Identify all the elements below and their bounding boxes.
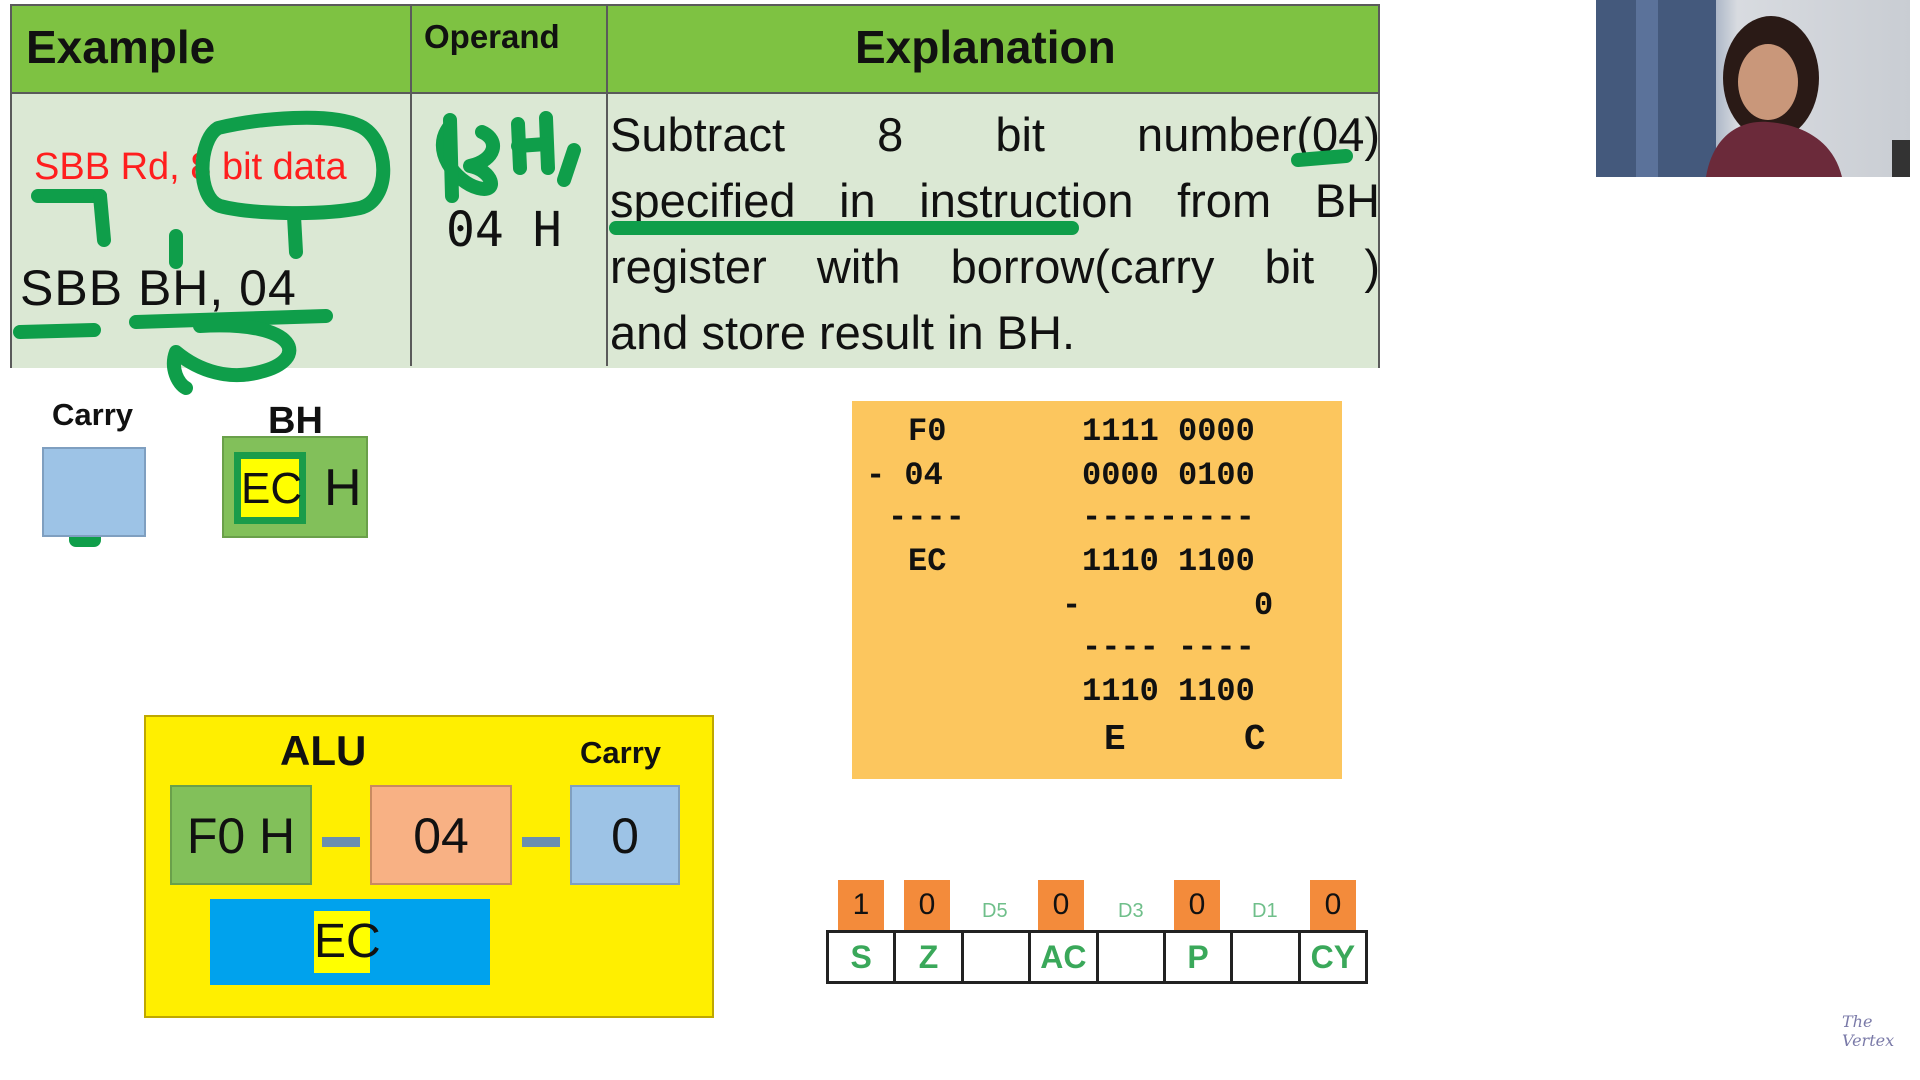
flag-name-s: S [829, 933, 897, 981]
flag-empty [1099, 933, 1166, 981]
alu-title: ALU [280, 727, 367, 774]
binary-calculation: F0 1111 0000 - 04 0000 0100 ---- -------… [852, 401, 1342, 779]
flag-name-ac: AC [1031, 933, 1099, 981]
flag-value-s: 1 [838, 880, 884, 930]
presenter-image [1596, 0, 1910, 177]
calc-row3-right: --------- [1082, 499, 1255, 536]
unused-bit-d3: D3 [1118, 900, 1144, 922]
example-instruction: SBB BH, 04 [20, 260, 297, 316]
explanation-line: and store result in BH. [610, 306, 1075, 359]
calc-row4-right: 1110 1100 [1082, 543, 1255, 580]
calc-row4-left: EC [908, 543, 947, 580]
alu-operand-a: F0 H [170, 785, 312, 885]
bh-value: EC [234, 452, 306, 524]
alu-diagram: ALU Carry F0 H 04 0 EC [144, 715, 714, 1018]
column-divider [606, 6, 608, 366]
flag-name-z: Z [896, 933, 964, 981]
bh-register: EC H [222, 436, 368, 538]
flag-value-ac: 0 [1038, 880, 1084, 930]
calc-row1-right: 1111 0000 [1082, 413, 1255, 450]
calc-row1-left: F0 [908, 413, 947, 450]
unused-bit-d1: D1 [1252, 900, 1278, 922]
calc-row5-right: 0 [1254, 587, 1274, 624]
alu-result-box: EC [210, 899, 490, 985]
calc-result-low: C [1244, 719, 1266, 760]
bh-suffix: H [324, 459, 362, 517]
explanation-line: register with borrow(carry bit ) [610, 240, 1380, 293]
header-operand: Operand [424, 18, 560, 55]
operand-value: 04 H [446, 202, 562, 258]
flag-value-z: 0 [904, 880, 950, 930]
carry-label: Carry [52, 397, 133, 432]
flag-empty [964, 933, 1032, 981]
flag-register: S Z AC P CY [826, 930, 1368, 984]
calc-result: 1110 1100 [1082, 673, 1255, 710]
calc-row2-left: - 04 [866, 457, 943, 494]
calc-row3-left: ---- [888, 499, 965, 536]
carry-register [42, 447, 146, 537]
calc-row5-left: - [1062, 587, 1082, 624]
calc-result-high: E [1104, 719, 1126, 760]
bh-label: BH [268, 400, 323, 442]
explanation-line: Subtract 8 bit number(04) [610, 108, 1380, 161]
alu-result: EC [314, 911, 381, 973]
flag-empty [1233, 933, 1301, 981]
flag-name-p: P [1166, 933, 1234, 981]
header-explanation: Explanation [855, 21, 1116, 73]
explanation-line: specified in instruction from BH [610, 174, 1380, 227]
column-divider [410, 6, 412, 366]
calc-row6-right: ---- ---- [1082, 629, 1255, 666]
alu-carry-label: Carry [580, 735, 661, 770]
presenter-webcam [1596, 0, 1910, 177]
instruction-syntax: SBB Rd, 8 bit data [34, 146, 347, 188]
header-example: Example [26, 21, 216, 73]
table-body-row: SBB Rd, 8 bit data SBB BH, 04 04 H Subtr… [12, 94, 1380, 368]
calc-row2-right: 0000 0100 [1082, 457, 1255, 494]
table-header-row: Example Operand Explanation [12, 6, 1378, 94]
alu-carry-in: 0 [570, 785, 680, 885]
explanation-text: Subtract 8 bit number(04) specified in i… [610, 102, 1380, 366]
alu-operand-b: 04 [370, 785, 512, 885]
watermark-logo: The Vertex [1842, 1012, 1895, 1050]
instruction-table: Example Operand Explanation SBB Rd, 8 bi… [10, 4, 1380, 368]
minus-sign [522, 837, 560, 847]
unused-bit-d5: D5 [982, 900, 1008, 922]
flag-name-cy: CY [1310, 939, 1356, 975]
flag-value-cy: 0 [1310, 880, 1356, 930]
flag-value-p: 0 [1174, 880, 1220, 930]
minus-sign [322, 837, 360, 847]
